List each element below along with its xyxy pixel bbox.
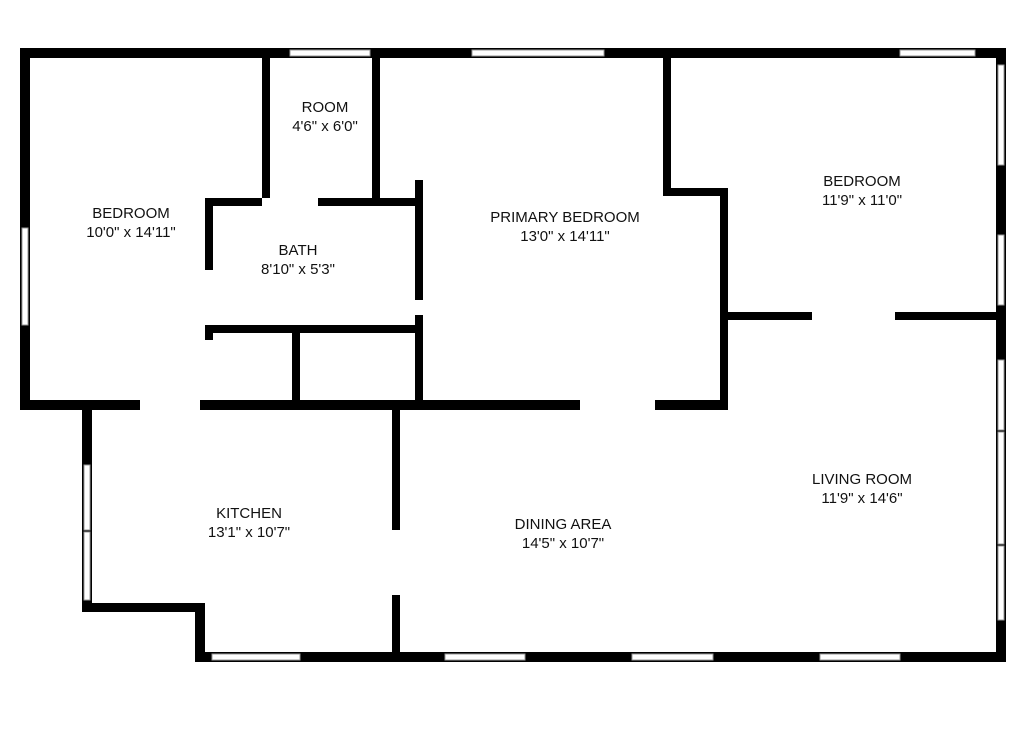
wall bbox=[663, 58, 671, 196]
wall bbox=[200, 400, 580, 410]
window bbox=[83, 464, 91, 531]
wall bbox=[205, 325, 213, 340]
room-size: 10'0" x 14'11" bbox=[86, 224, 176, 241]
room-label-kitchen: KITCHEN 13'1" x 10'7" bbox=[208, 504, 290, 542]
room-size: 13'0" x 14'11" bbox=[520, 228, 610, 245]
room-size: 14'5" x 10'7" bbox=[521, 535, 605, 552]
room-size: 11'9" x 11'0" bbox=[821, 192, 903, 209]
wall-right bbox=[996, 48, 1006, 662]
room-name: ROOM bbox=[301, 99, 349, 116]
wall bbox=[415, 180, 423, 300]
wall bbox=[372, 58, 380, 198]
room-label-bedroom-right: BEDROOM 11'9" x 11'0" bbox=[822, 172, 902, 210]
room-size: 13'1" x 10'7" bbox=[207, 524, 291, 541]
wall bbox=[655, 400, 728, 410]
window bbox=[289, 49, 371, 57]
wall bbox=[20, 400, 140, 410]
window bbox=[631, 653, 714, 661]
window bbox=[997, 359, 1005, 431]
wall bbox=[663, 188, 728, 196]
room-size: 4'6" x 6'0" bbox=[292, 118, 358, 135]
wall-bottom bbox=[195, 652, 1006, 662]
room-size: 11'9" x 14'6" bbox=[821, 490, 903, 507]
room-label-room: ROOM 4'6" x 6'0" bbox=[292, 98, 358, 136]
window bbox=[997, 64, 1005, 166]
room-size: 8'10" x 5'3" bbox=[261, 261, 335, 278]
window bbox=[997, 234, 1005, 306]
wall bbox=[292, 333, 300, 403]
wall bbox=[318, 198, 418, 206]
wall bbox=[195, 603, 205, 662]
wall bbox=[392, 405, 400, 530]
window bbox=[899, 49, 976, 57]
wall bbox=[720, 188, 728, 410]
room-name: LIVING ROOM bbox=[811, 471, 913, 488]
window bbox=[997, 431, 1005, 545]
wall bbox=[415, 315, 423, 405]
room-name: DINING AREA bbox=[514, 516, 612, 533]
room-name: BATH bbox=[278, 242, 318, 259]
room-name: BEDROOM bbox=[92, 205, 170, 222]
wall bbox=[262, 58, 270, 198]
window bbox=[83, 531, 91, 601]
room-label-living-room: LIVING ROOM 11'9" x 14'6" bbox=[812, 470, 912, 508]
room-label-bath: BATH 8'10" x 5'3" bbox=[261, 241, 335, 279]
room-name: PRIMARY BEDROOM bbox=[490, 209, 640, 226]
window bbox=[819, 653, 901, 661]
window bbox=[444, 653, 526, 661]
wall bbox=[895, 312, 1006, 320]
window bbox=[471, 49, 605, 57]
wall bbox=[205, 325, 423, 333]
room-name: BEDROOM bbox=[823, 173, 901, 190]
window bbox=[211, 653, 301, 661]
wall bbox=[205, 198, 262, 206]
room-label-dining-area: DINING AREA 14'5" x 10'7" bbox=[515, 515, 612, 553]
window bbox=[21, 227, 29, 326]
wall bbox=[82, 603, 205, 612]
wall bbox=[392, 595, 400, 652]
room-label-bedroom-left: BEDROOM 10'0" x 14'11" bbox=[86, 204, 176, 242]
window bbox=[997, 545, 1005, 621]
room-name: KITCHEN bbox=[216, 505, 282, 522]
room-label-primary-bedroom: PRIMARY BEDROOM 13'0" x 14'11" bbox=[490, 208, 639, 246]
wall bbox=[205, 198, 213, 270]
wall bbox=[728, 312, 812, 320]
